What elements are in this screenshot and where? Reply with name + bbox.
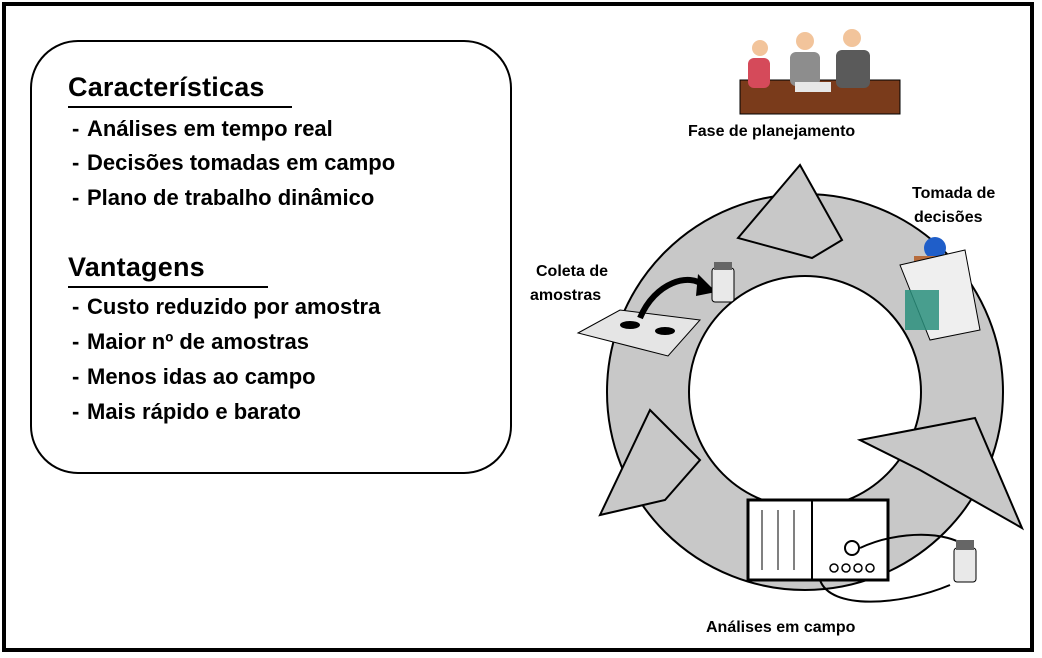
characteristics-item: -Plano de trabalho dinâmico bbox=[72, 185, 374, 211]
cycle-ring-inner bbox=[688, 275, 922, 509]
bullet: - bbox=[72, 329, 80, 354]
meeting-icon bbox=[739, 29, 901, 115]
characteristics-underline bbox=[68, 106, 292, 108]
item-text: Maior nº de amostras bbox=[87, 329, 309, 354]
decision-label-line2: decisões bbox=[914, 209, 983, 226]
characteristics-item: -Decisões tomadas em campo bbox=[72, 150, 395, 176]
bullet: - bbox=[72, 185, 80, 210]
bullet: - bbox=[72, 294, 80, 319]
info-box: Características -Análises em tempo real … bbox=[30, 40, 512, 474]
item-text: Análises em tempo real bbox=[87, 116, 333, 141]
advantages-item: -Mais rápido e barato bbox=[72, 399, 301, 425]
bullet: - bbox=[72, 399, 80, 424]
collection-label-line1: Coleta de bbox=[536, 263, 609, 280]
item-text: Plano de trabalho dinâmico bbox=[87, 185, 375, 210]
item-text: Decisões tomadas em campo bbox=[87, 150, 396, 175]
field-analysis-label: Análises em campo bbox=[706, 619, 856, 636]
cycle-arrowhead-right bbox=[856, 416, 1025, 531]
advantages-item: -Menos idas ao campo bbox=[72, 364, 316, 390]
item-text: Mais rápido e barato bbox=[87, 399, 301, 424]
advantages-item: -Custo reduzido por amostra bbox=[72, 294, 380, 320]
advantages-item: -Maior nº de amostras bbox=[72, 329, 309, 355]
collection-label-line2: amostras bbox=[530, 287, 602, 304]
cycle-arrowhead-left bbox=[598, 408, 702, 517]
characteristics-title: Características bbox=[68, 72, 265, 102]
characteristics-item: -Análises em tempo real bbox=[72, 116, 333, 142]
planning-label: Fase de planejamento bbox=[688, 123, 856, 140]
sample-bottle-icon bbox=[711, 262, 735, 303]
sample-tray-icon bbox=[576, 274, 716, 357]
bullet: - bbox=[72, 364, 80, 389]
item-text: Menos idas ao campo bbox=[87, 364, 316, 389]
analyzer-instrument-icon bbox=[746, 498, 977, 603]
advantages-title: Vantagens bbox=[68, 252, 205, 282]
advantages-underline bbox=[68, 286, 268, 288]
worker-icon bbox=[899, 237, 981, 341]
item-text: Custo reduzido por amostra bbox=[87, 294, 381, 319]
bullet: - bbox=[72, 116, 80, 141]
decision-label-line1: Tomada de bbox=[912, 185, 996, 202]
cycle-arrowhead-top bbox=[736, 163, 844, 260]
bullet: - bbox=[72, 150, 80, 175]
